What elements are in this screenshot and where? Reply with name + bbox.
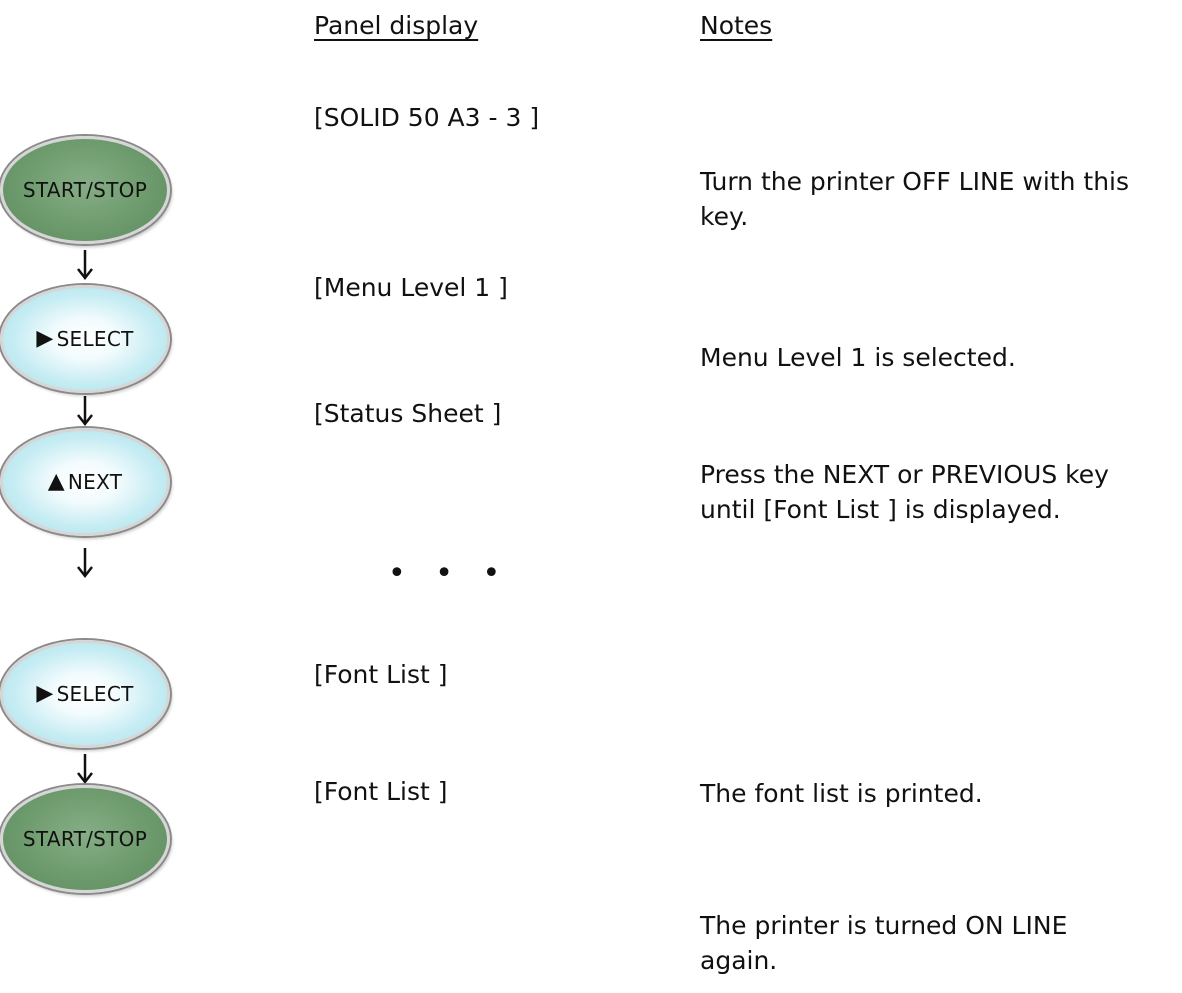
down-arrow-icon (77, 754, 93, 785)
note-offline: Turn the printer OFF LINE with this key. (700, 167, 1130, 231)
select-key-label: SELECT (56, 682, 134, 706)
ellipsis-dots: • • • (388, 556, 511, 591)
next-key-label: NEXT (67, 470, 123, 494)
start-stop-key-label: START/STOP (22, 178, 148, 202)
panel-line-font-list: [Font List ] (314, 660, 448, 689)
notes-header: Notes (700, 11, 773, 40)
start-stop-key[interactable]: START/STOP (0, 136, 170, 244)
start-stop-key-label: START/STOP (22, 827, 148, 851)
triangle-up-icon: ▲ (47, 468, 65, 494)
next-key[interactable]: ▲ NEXT (0, 428, 170, 536)
triangle-right-icon: ▶ (36, 680, 54, 706)
triangle-right-icon: ▶ (36, 325, 54, 351)
down-arrow-icon (77, 250, 93, 281)
note-online-again: The printer is turned ON LINE again. (700, 911, 1068, 975)
panel-line-menu-level: [Menu Level 1 ] (314, 273, 508, 302)
down-arrow-icon (77, 396, 93, 427)
panel-line-status-sheet: [Status Sheet ] (314, 399, 502, 428)
note-next-previous: Press the NEXT or PREVIOUS key until [Fo… (700, 460, 1109, 524)
note-menu-selected: Menu Level 1 is selected. (700, 343, 1016, 372)
panel-display-header: Panel display (314, 11, 479, 40)
select-key[interactable]: ▶ SELECT (0, 640, 170, 748)
note-font-list-printed: The font list is printed. (700, 779, 983, 808)
down-arrow-icon (77, 548, 93, 579)
start-stop-key[interactable]: START/STOP (0, 785, 170, 893)
select-key-label: SELECT (56, 327, 134, 351)
panel-line-font-list-printing: [Font List ] (314, 777, 448, 806)
select-key[interactable]: ▶ SELECT (0, 285, 170, 393)
panel-line-ready: [SOLID 50 A3 - 3 ] (314, 103, 540, 132)
